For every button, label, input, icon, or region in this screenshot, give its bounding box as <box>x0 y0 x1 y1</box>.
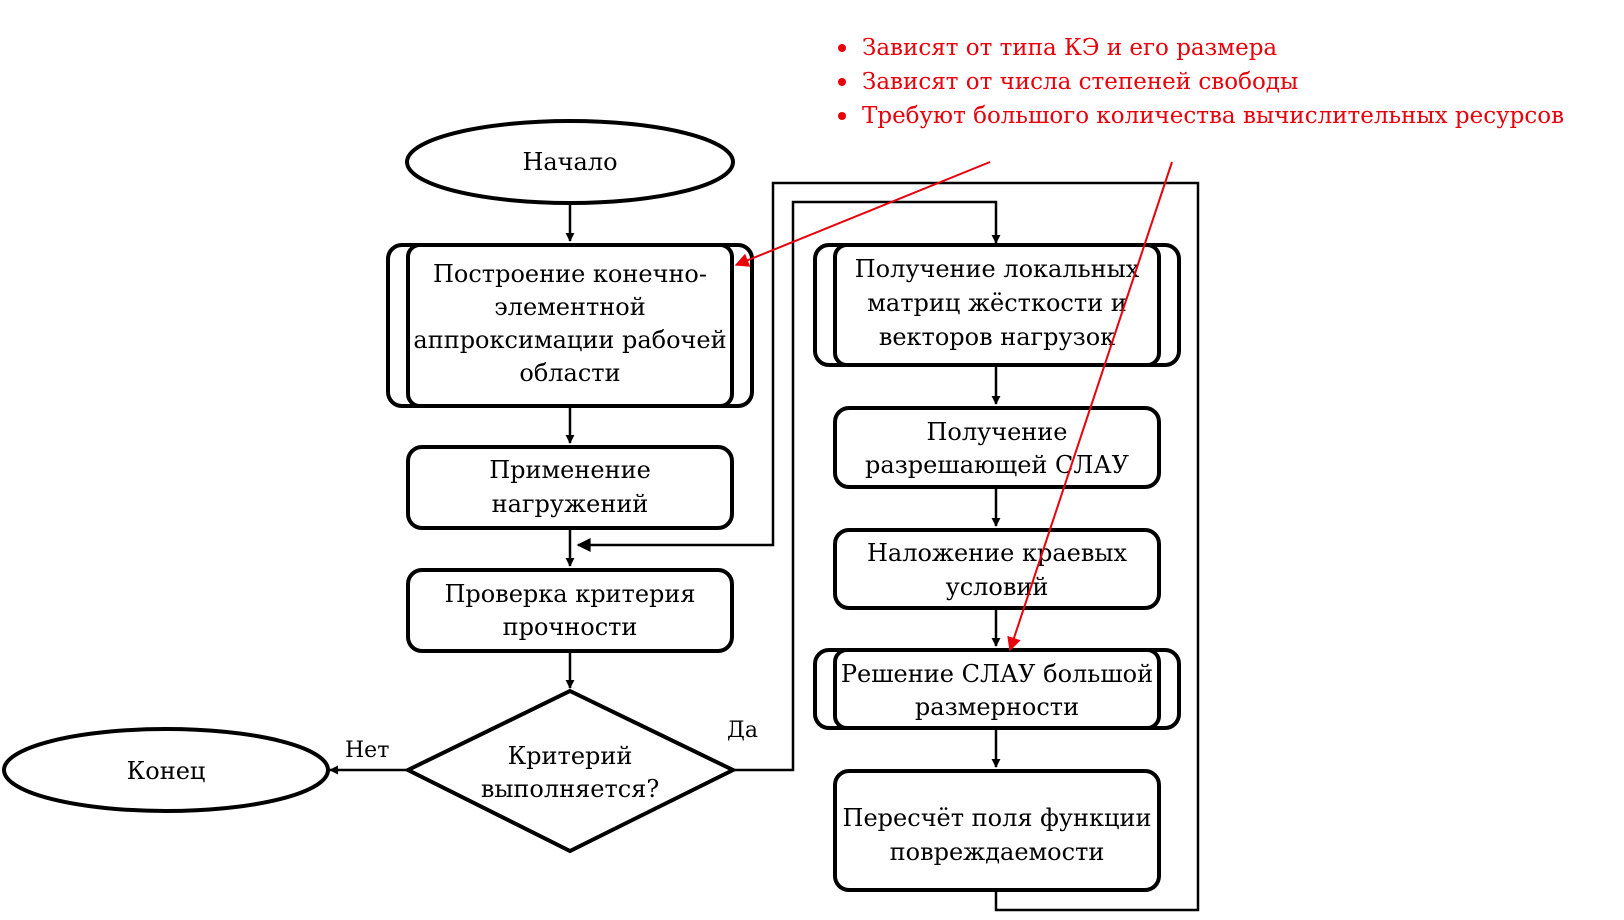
yes-branch-line <box>733 200 1001 772</box>
boundary-line-2: условий <box>946 573 1049 601</box>
check-strength-line-1: Проверка критерия <box>444 580 695 608</box>
note-bullet-3 <box>838 112 846 120</box>
start-terminator <box>405 119 735 205</box>
global-slau-line-1: Получение <box>926 418 1067 446</box>
boundary-line-1: Наложение краевых <box>867 539 1128 567</box>
shapes <box>2 119 1181 892</box>
decision-diamond <box>403 688 738 854</box>
build-mesh-inner <box>406 243 734 408</box>
damage-line-1: Пересчёт поля функции <box>843 804 1152 832</box>
local-matrices-line-3: векторов нагрузок <box>879 323 1115 351</box>
note-item-1: Зависят от типа КЭ и его размера <box>862 35 1277 61</box>
solve-slau-line-2: размерности <box>915 693 1079 721</box>
build-mesh-line-2: элементной <box>494 293 645 321</box>
damage-box <box>833 769 1161 892</box>
decision-line-1: Критерий <box>508 742 633 770</box>
node-labels: Начало Построение конечно- элементной ап… <box>127 148 1153 866</box>
boundary-box <box>833 528 1161 610</box>
connectors <box>329 181 1200 912</box>
note-arrow-to-mesh <box>734 161 991 267</box>
note-bullet-1 <box>838 44 846 52</box>
solve-slau-line-1: Решение СЛАУ большой <box>841 660 1153 688</box>
apply-loads-line-2: нагружений <box>492 490 649 518</box>
build-mesh-line-4: области <box>519 359 620 387</box>
build-mesh-line-1: Построение конечно- <box>433 260 707 288</box>
decision-line-2: выполняется? <box>481 775 659 803</box>
apply-loads-line-1: Применение <box>489 456 651 484</box>
check-strength-line-2: прочности <box>503 613 638 641</box>
damage-line-2: повреждаемости <box>890 838 1105 866</box>
local-matrices-line-1: Получение локальных <box>855 255 1140 283</box>
start-label: Начало <box>522 148 617 176</box>
note-arrows <box>734 161 1173 652</box>
build-mesh-line-3: аппроксимации рабочей <box>413 326 726 354</box>
loop-back-line <box>576 181 1200 912</box>
check-strength-box <box>406 568 734 653</box>
note-bullet-2 <box>838 78 846 86</box>
local-matrices-inner <box>833 243 1161 367</box>
yes-branch-label: Да <box>727 718 758 743</box>
global-slau-line-2: разрешающей СЛАУ <box>865 451 1130 479</box>
global-slau-box <box>833 406 1161 489</box>
local-matrices-line-2: матриц жёсткости и <box>867 289 1126 317</box>
no-branch-label: Нет <box>345 738 389 763</box>
solve-slau-inner <box>833 648 1161 730</box>
note-arrow-to-solve <box>1007 161 1173 652</box>
apply-loads-box <box>406 445 734 530</box>
notes-list: Зависят от типа КЭ и его размера Зависят… <box>838 35 1564 129</box>
note-item-2: Зависят от числа степеней свободы <box>862 69 1298 95</box>
end-label: Конец <box>127 757 206 785</box>
note-item-3: Требуют большого количества вычислительн… <box>862 103 1564 129</box>
end-terminator <box>2 727 330 813</box>
